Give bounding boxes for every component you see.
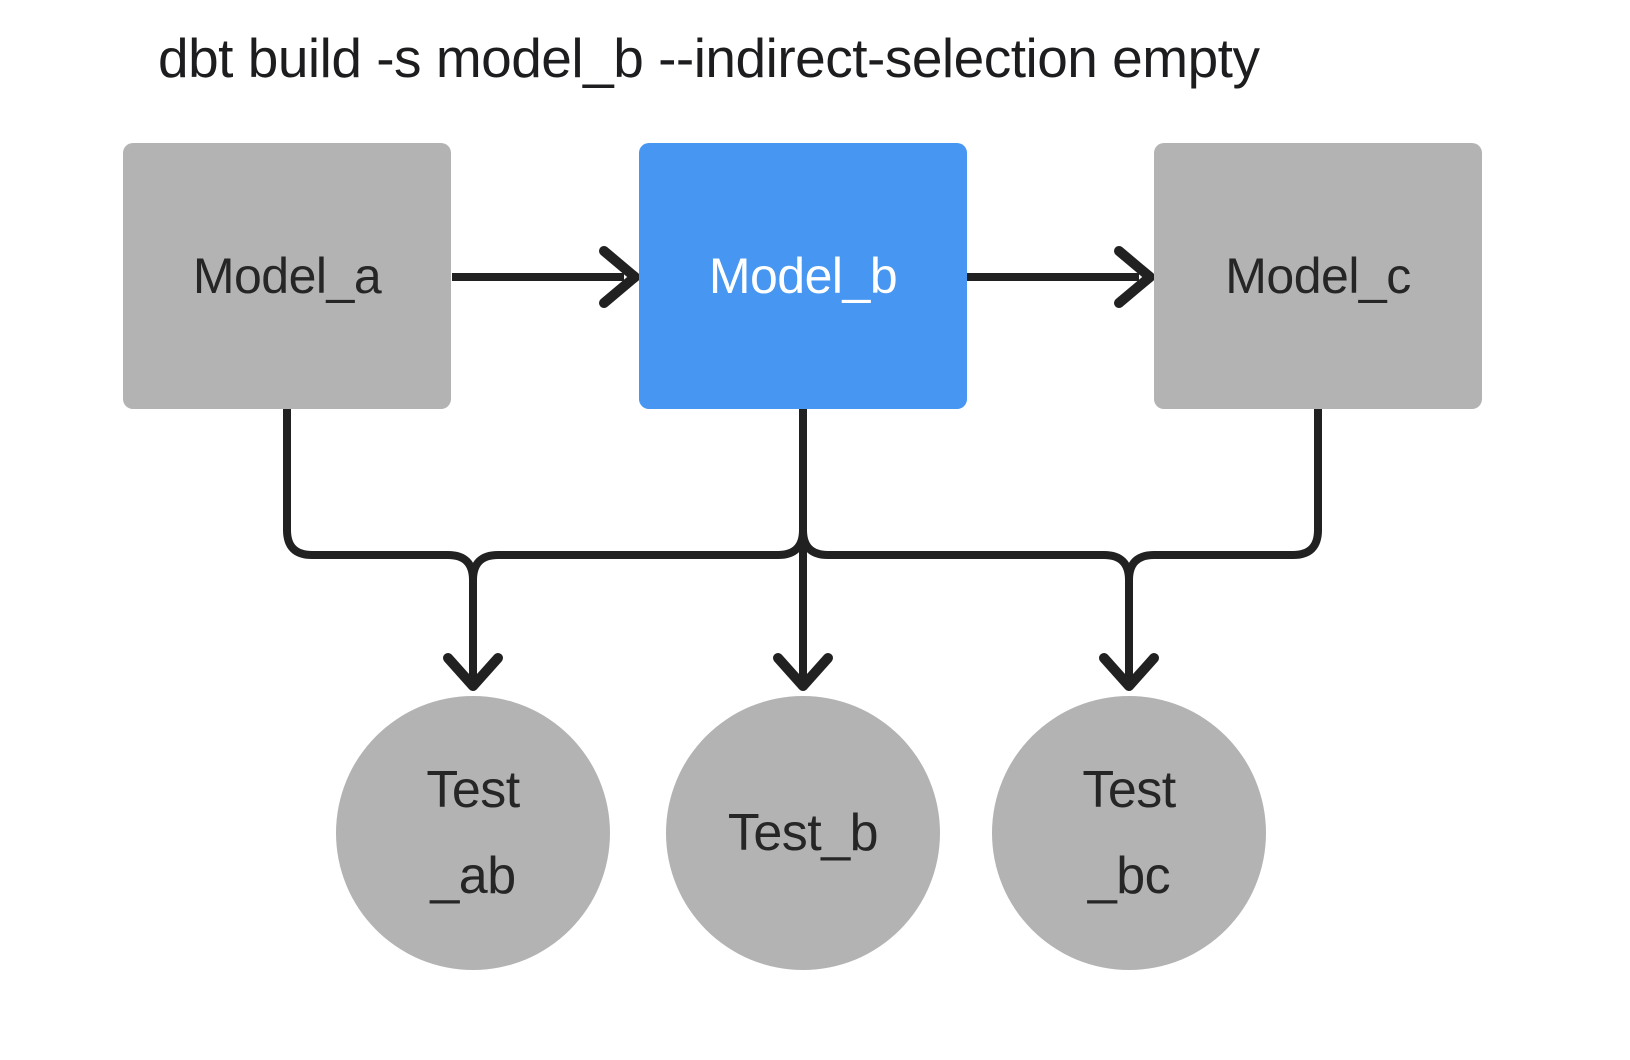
node-label-line: Test_b [727, 804, 879, 862]
node-label: Model_a [192, 248, 382, 304]
arrowhead-into-test-bc-icon [1099, 653, 1159, 691]
arrowhead-into-model-c-icon [1114, 246, 1155, 308]
arrowhead-into-model-b-icon [599, 246, 640, 308]
node-test-b: Test_b [666, 696, 940, 970]
node-test-ab: Test _ab [336, 696, 610, 970]
arrowhead-into-test-ab-icon [443, 653, 503, 691]
edge-model-c-to-test-bc [1125, 409, 1322, 683]
node-label-line: Test [1082, 761, 1176, 819]
edge-model-a-to-test-ab [283, 409, 477, 683]
arrowhead-into-test-b-icon [773, 653, 833, 691]
edge-model-b-to-test-bc [799, 409, 1133, 683]
node-label-line: Test [426, 761, 520, 819]
node-model-a: Model_a [123, 143, 451, 409]
edge-model-b-to-test-ab [469, 409, 807, 683]
node-model-b: Model_b [639, 143, 967, 409]
node-test-bc: Test _bc [992, 696, 1266, 970]
node-label-line: _ab [430, 847, 516, 905]
diagram-title: dbt build -s model_b --indirect-selectio… [158, 27, 1260, 89]
node-label: Model_b [708, 248, 898, 304]
node-model-c: Model_c [1154, 143, 1482, 409]
node-label-line: _bc [1087, 847, 1171, 905]
node-label: Model_c [1225, 248, 1411, 304]
